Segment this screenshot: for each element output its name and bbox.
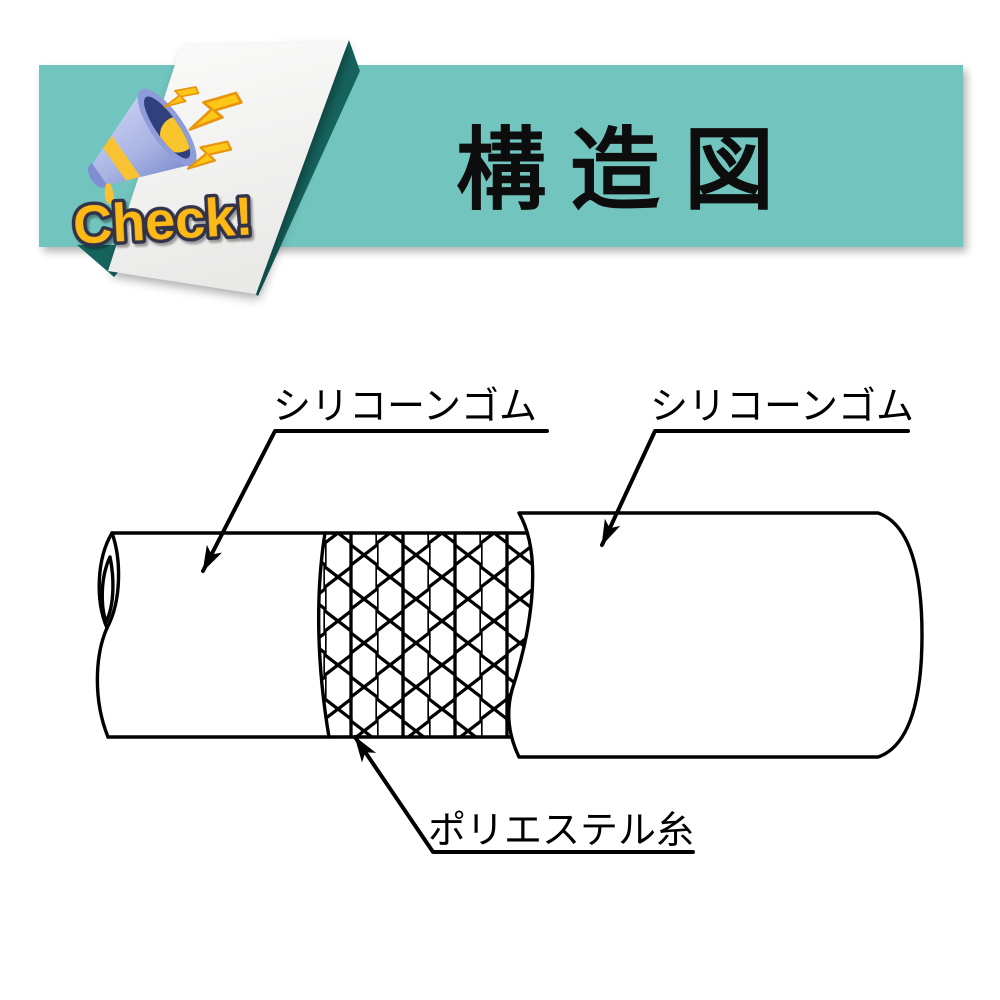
label-polyester: ポリエステル糸 (428, 810, 694, 852)
check-badge: Check! (68, 40, 360, 296)
leader-lines (201, 429, 910, 854)
lightning-bolt-icons (163, 86, 243, 170)
inner-tube (95, 531, 536, 739)
leader-outer-silicone (600, 429, 910, 547)
check-label: Check! (72, 186, 255, 255)
lightning-bolt-icon (188, 91, 243, 131)
label-inner-silicone: シリコーンゴム (273, 386, 537, 428)
leader-inner-silicone (201, 429, 549, 573)
hose-diagram (95, 429, 924, 854)
lightning-bolt-icon (163, 86, 200, 108)
drip-accent (104, 183, 114, 205)
lightning-bolt-icon (186, 140, 233, 170)
outer-layer (507, 511, 924, 759)
leader-polyester (353, 735, 695, 854)
megaphone-icon (87, 88, 197, 205)
label-outer-silicone: シリコーンゴム (650, 386, 914, 428)
diagram-labels: シリコーンゴム シリコーンゴム ポリエステル糸 (273, 386, 914, 852)
braid-mesh (318, 533, 538, 737)
banner-title: 構造図 (456, 121, 798, 221)
inner-tube-edge (316, 531, 331, 739)
